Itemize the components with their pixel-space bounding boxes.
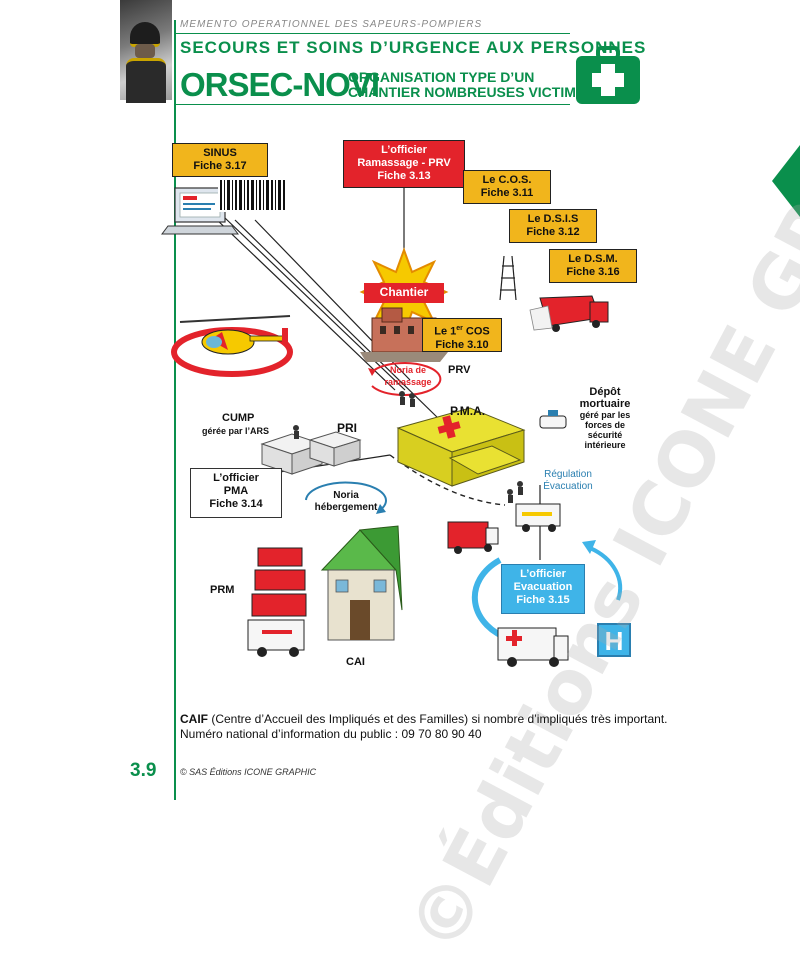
depot-line4: forces de <box>584 420 626 430</box>
premier-cos-sup: er <box>456 325 463 332</box>
noria-ramassage-line1: Noria de <box>389 365 426 375</box>
line-sinus-prv1 <box>214 217 396 391</box>
firefighter-photo <box>120 0 172 103</box>
pma-tent-icon <box>396 407 526 487</box>
regulation-label: Régulation Évacuation <box>540 469 596 493</box>
premier-cos-box: Le 1er COS Fiche 3.10 <box>422 318 502 352</box>
noria-ramassage-loop <box>371 362 442 396</box>
sinus-line2: Fiche 3.17 <box>193 160 247 172</box>
caif-bold: CAIF <box>180 712 208 726</box>
depot-line6: intérieure <box>584 440 626 450</box>
caif-text: (Centre d’Accueil des Impliqués et des F… <box>208 712 668 726</box>
dsis-box: Le D.S.I.S Fiche 3.12 <box>509 209 597 243</box>
antenna-tower-icon <box>499 255 517 301</box>
series-title: MEMENTO OPERATIONNEL DES SAPEURS-POMPIER… <box>180 19 483 30</box>
dsm-line1: Le D.S.M. <box>568 253 618 265</box>
subtitle-line2: CHANTIER NOMBREUSES VICTIMES <box>348 84 595 100</box>
evac-officer-line1: L’officier <box>520 568 566 580</box>
header-rule <box>176 33 570 34</box>
cos-line1: Le C.O.S. <box>482 174 532 186</box>
numero-note: Numéro national d’information du public … <box>180 727 482 741</box>
evac-cycle-left <box>471 557 513 643</box>
barcode-icon <box>218 178 288 212</box>
uniform-shape <box>126 58 166 103</box>
noria-heberg-line1: Noria <box>333 490 359 501</box>
depot-line1: Dépôt <box>589 386 621 398</box>
pma-officer-line2: PMA <box>223 485 249 497</box>
dsm-line2: Fiche 3.16 <box>566 266 620 278</box>
cos-box: Le C.O.S. Fiche 3.11 <box>463 170 551 204</box>
premier-cos-text-b: COS <box>462 325 490 338</box>
evac-cycle-right <box>589 546 623 601</box>
first-aid-kit-icon <box>574 46 642 106</box>
caif-note: CAIF (Centre d’Accueil des Impliqués et … <box>180 712 668 726</box>
officier-pma-box: L’officier PMA Fiche 3.14 <box>190 468 282 518</box>
people-figures <box>293 391 523 503</box>
laptop-icon <box>161 187 239 235</box>
police-car-icon <box>539 410 567 429</box>
prm-ambulances-icon <box>247 547 307 657</box>
page-subtitle: ORGANISATION TYPE D’UN CHANTIER NOMBREUS… <box>348 70 595 100</box>
cos-line2: Fiche 3.11 <box>480 187 534 199</box>
premier-cos-line1: Le 1er COS <box>427 322 497 339</box>
title-rule <box>176 104 570 105</box>
chantier-label: Chantier <box>364 283 444 303</box>
dsis-line1: Le D.S.I.S <box>527 213 579 225</box>
pri-label: PRI <box>337 421 358 435</box>
evacuation-ambulance-icon <box>447 503 561 554</box>
section-title: SECOURS ET SOINS D’URGENCE AUX PERSONNES <box>180 38 647 57</box>
page-tab-marker <box>772 145 800 217</box>
face-shape <box>135 44 155 58</box>
sinus-line1: SINUS <box>203 147 237 159</box>
cump-sub-label: gérée par l’ARS <box>202 426 270 436</box>
page-number: 3.9 <box>130 760 157 781</box>
helicopter-icon <box>179 315 291 355</box>
noria-hebergement-label: Noria hébergement <box>310 490 382 514</box>
noria-ramassage-line2: ramassage <box>384 377 432 387</box>
regulation-line1: Régulation <box>544 469 592 480</box>
dsm-box: Le D.S.M. Fiche 3.16 <box>549 249 637 283</box>
noria-heberg-line2: hébergement <box>314 502 378 513</box>
subtitle-line1: ORGANISATION TYPE D’UN <box>348 69 535 85</box>
command-truck-icon <box>529 295 609 332</box>
depot-line2: mortuaire <box>579 398 631 410</box>
evac-officer-line2: Evacuation <box>513 581 573 593</box>
hospital-ambulance-icon <box>497 627 569 667</box>
ramassage-line2: Ramassage - PRV <box>357 157 451 169</box>
copyright: © SAS Éditions ICONE GRAPHIC <box>180 767 317 777</box>
regulation-line2: Évacuation <box>543 481 593 492</box>
margin-line <box>174 20 176 800</box>
premier-cos-text-a: Le 1 <box>434 325 457 338</box>
evac-officer-line3: Fiche 3.15 <box>516 594 570 606</box>
pma-label: P.M.A. <box>450 404 486 418</box>
ramassage-line3: Fiche 3.13 <box>377 170 431 182</box>
cump-label: CUMP <box>222 412 255 424</box>
cai-label: CAI <box>346 656 365 668</box>
sinus-box: SINUS Fiche 3.17 <box>172 143 268 177</box>
hospital-letter: H <box>605 626 624 656</box>
pma-officer-line1: L’officier <box>213 472 259 484</box>
prm-label: PRM <box>210 584 235 596</box>
cai-house-icon <box>320 525 403 641</box>
officier-ramassage-box: L’officier Ramassage - PRV Fiche 3.13 <box>343 140 465 188</box>
pri-tents-icon <box>260 431 362 475</box>
page-title: ORSEC-NOVI <box>180 66 380 103</box>
depot-line5: sécurité <box>587 430 623 440</box>
line-sinus-pma <box>234 219 441 421</box>
prv-label: PRV <box>448 364 471 376</box>
pma-officer-line3: Fiche 3.14 <box>209 498 263 510</box>
noria-ramassage-label: Noria de ramassage <box>376 364 440 388</box>
officier-evacuation-box: L’officier Evacuation Fiche 3.15 <box>501 564 585 614</box>
depot-mortuaire-label: Dépôt mortuaire géré par les forces de s… <box>572 386 638 450</box>
premier-cos-line2: Fiche 3.10 <box>435 338 489 351</box>
depot-line3: géré par les <box>579 410 631 420</box>
noria-hebergement-loop <box>305 481 387 511</box>
dsis-line2: Fiche 3.12 <box>526 226 580 238</box>
ramassage-line1: L’officier <box>381 144 427 156</box>
hospital-sign-icon <box>597 623 631 657</box>
